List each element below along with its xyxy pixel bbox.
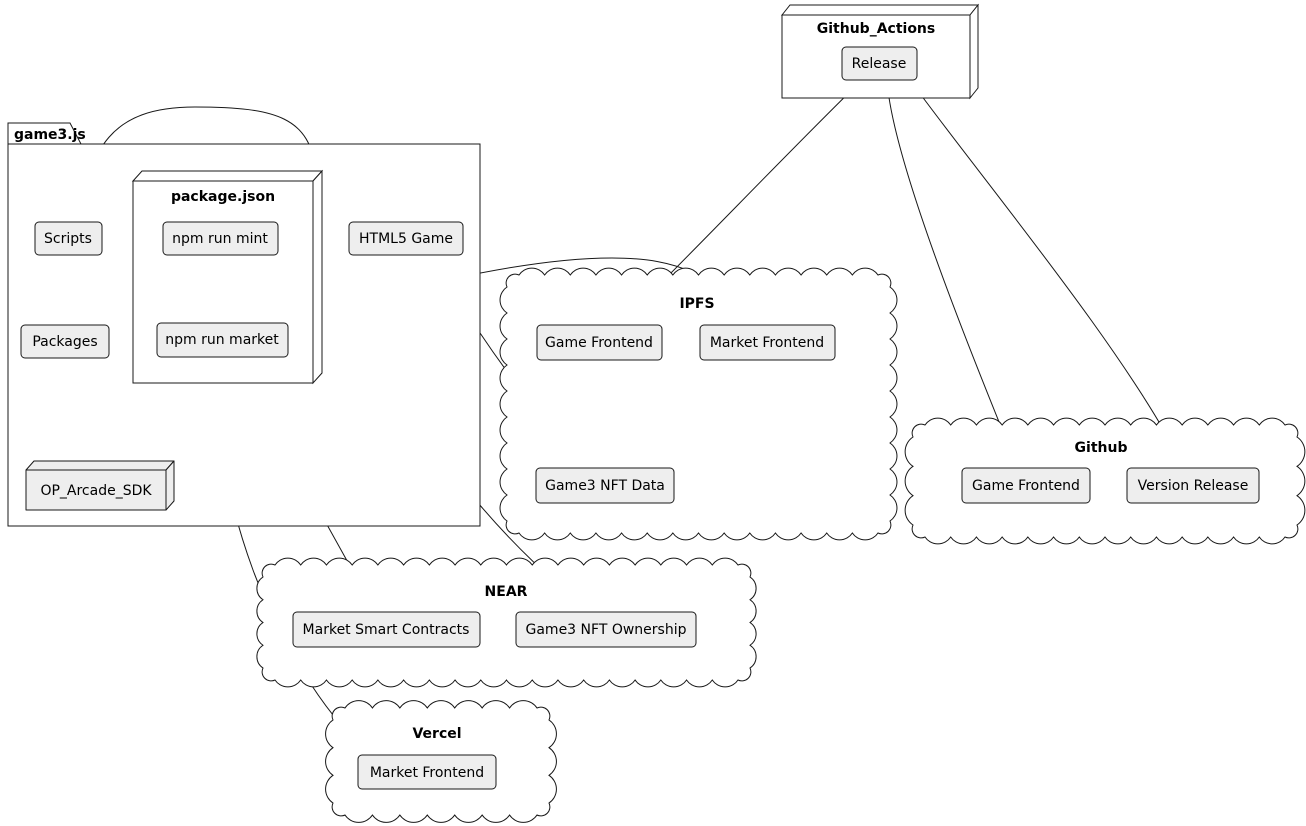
node-github-actions: Github_Actions Release [780, 3, 980, 100]
box-github-game-frontend: Game Frontend [961, 467, 1091, 504]
node-op-arcade-sdk: OP_Arcade_SDK [25, 460, 175, 511]
box-near-game3-nft-ownership: Game3 NFT Ownership [515, 611, 697, 648]
near-market-smart-contracts-label: Market Smart Contracts [303, 622, 470, 638]
op-arcade-sdk-label: OP_Arcade_SDK [40, 483, 152, 499]
vercel-market-frontend-label: Market Frontend [370, 765, 484, 781]
near-game3-nft-ownership-rect [515, 611, 697, 648]
ipfs-game3-nft-data-rect [535, 467, 675, 504]
op-front-face [25, 469, 167, 511]
node-top-face [780, 4, 980, 16]
component-top-face [131, 170, 324, 182]
near-title: NEAR [485, 584, 528, 600]
cloud-vercel: Vercel Market Frontend [325, 700, 557, 823]
near-market-smart-contracts-rect [292, 611, 481, 648]
near-cloud-outline [256, 557, 757, 688]
box-near-market-smart-contracts: Market Smart Contracts [292, 611, 481, 648]
folder-title: game3.js [14, 127, 86, 143]
component-title: package.json [171, 189, 275, 205]
release-label: Release [852, 56, 907, 72]
box-packages: Packages [20, 324, 110, 359]
vercel-title: Vercel [412, 726, 461, 742]
npm-run-market-rect [156, 322, 289, 358]
scripts-rect [34, 221, 103, 256]
box-npm-run-market: npm run market [156, 322, 289, 358]
box-release: Release [841, 46, 918, 81]
box-ipfs-game-frontend: Game Frontend [536, 324, 663, 361]
github-game-frontend-rect [961, 467, 1091, 504]
box-npm-run-mint: npm run mint [162, 221, 279, 256]
html5-game-label: HTML5 Game [359, 231, 453, 247]
box-github-version-release: Version Release [1126, 467, 1260, 504]
npm-run-market-label: npm run market [165, 332, 279, 348]
box-vercel-market-frontend: Market Frontend [357, 754, 497, 790]
github-cloud-outline [904, 417, 1306, 545]
edge-release-to-github-version-release [909, 79, 1181, 461]
github-version-release-label: Version Release [1138, 478, 1249, 494]
scripts-label: Scripts [44, 231, 92, 247]
ipfs-game-frontend-rect [536, 324, 663, 361]
ipfs-game-frontend-label: Game Frontend [545, 335, 653, 351]
github-version-release-rect [1126, 467, 1260, 504]
packages-rect [20, 324, 110, 359]
ipfs-game3-nft-data-label: Game3 NFT Data [545, 478, 665, 494]
node-github-actions-title: Github_Actions [817, 21, 935, 37]
op-top-face [25, 460, 175, 471]
cloud-github: Github Game Frontend Version Release [904, 417, 1306, 545]
ipfs-title: IPFS [679, 296, 714, 312]
near-game3-nft-ownership-label: Game3 NFT Ownership [526, 622, 687, 638]
packages-label: Packages [32, 334, 97, 350]
release-rect [841, 46, 918, 81]
cloud-ipfs: IPFS Game Frontend Market Frontend Game3… [499, 267, 898, 541]
npm-run-mint-rect [162, 221, 279, 256]
edge-release-to-github-game-frontend [886, 79, 1017, 465]
box-ipfs-game3-nft-data: Game3 NFT Data [535, 467, 675, 504]
component-right-face [312, 169, 323, 385]
ipfs-market-frontend-label: Market Frontend [710, 335, 824, 351]
box-scripts: Scripts [34, 221, 103, 256]
node-right-face [969, 3, 979, 100]
ipfs-market-frontend-rect [699, 324, 836, 361]
box-html5-game: HTML5 Game [348, 221, 464, 256]
op-right-face [165, 460, 175, 511]
cloud-near: NEAR Market Smart Contracts Game3 NFT Ow… [256, 557, 757, 688]
box-ipfs-market-frontend: Market Frontend [699, 324, 836, 361]
vercel-market-frontend-rect [357, 754, 497, 790]
github-game-frontend-label: Game Frontend [972, 478, 1080, 494]
npm-run-mint-label: npm run mint [172, 231, 268, 247]
html5-game-rect [348, 221, 464, 256]
github-title: Github [1075, 440, 1128, 456]
